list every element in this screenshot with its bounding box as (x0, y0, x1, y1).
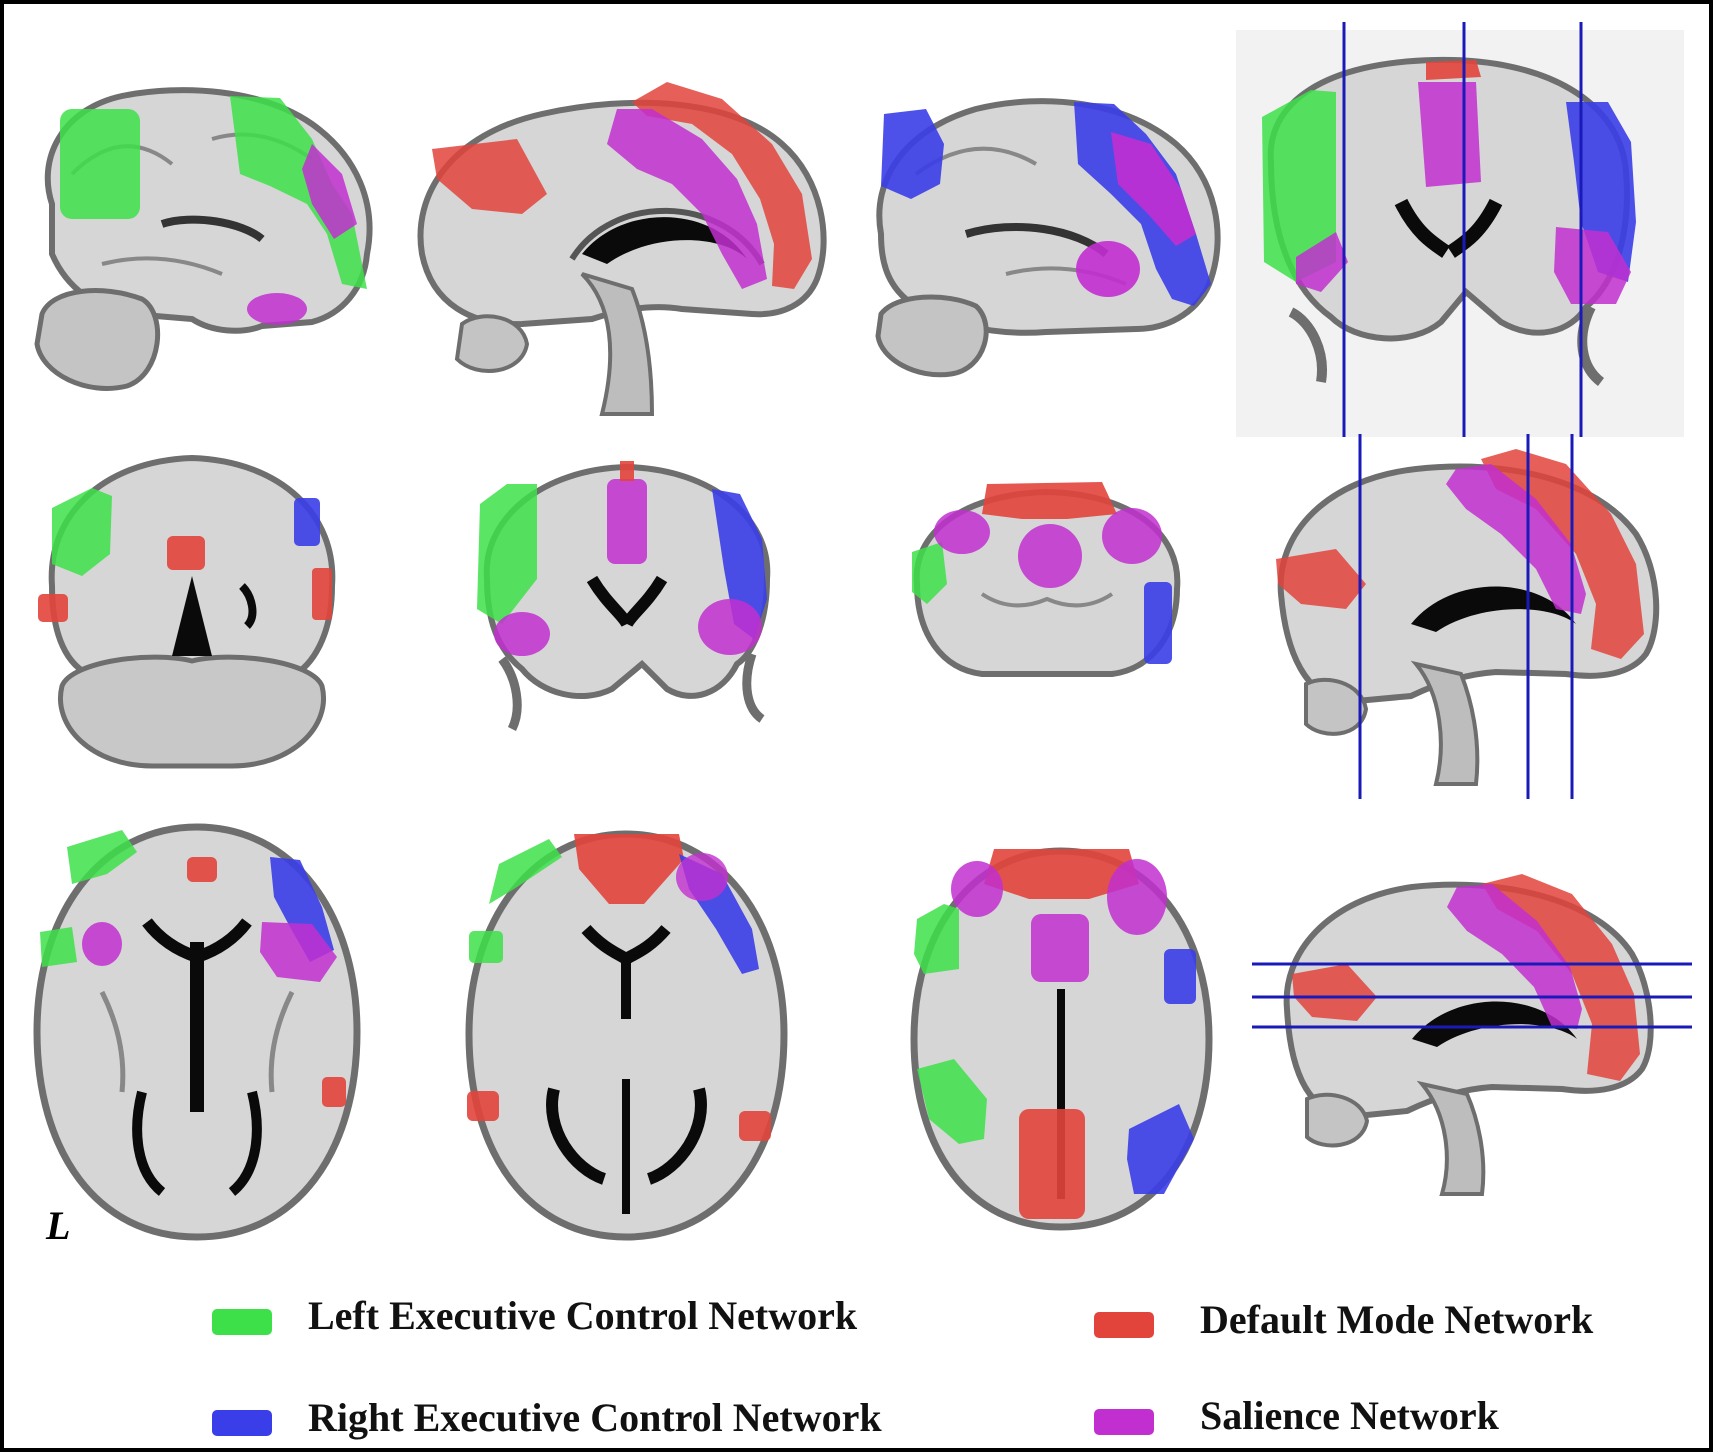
coronal-anterior-slice (902, 474, 1192, 699)
coronal-slice-with-sagittal-guides (1236, 22, 1686, 437)
legend-swatch-right-ecn (212, 1410, 272, 1436)
axial-inferior-slice (22, 812, 372, 1252)
sagittal-slice-with-axial-guides (1252, 859, 1692, 1199)
sagittal-medial-slice (402, 54, 842, 424)
legend-label-right-ecn: Right Executive Control Network (308, 1395, 882, 1440)
legend-swatch-left-ecn (212, 1309, 272, 1335)
legend-label-dmn: Default Mode Network (1200, 1297, 1594, 1342)
sagittal-slice-with-coronal-guides (1266, 434, 1666, 799)
axial-superior-slice (899, 839, 1224, 1239)
legend-label-salience: Salience Network (1200, 1393, 1499, 1438)
orientation-label-left: L (46, 1203, 71, 1248)
legend-swatch-dmn (1094, 1312, 1154, 1338)
coronal-middle-slice (462, 449, 792, 749)
legend-label-left-ecn: Left Executive Control Network (308, 1293, 858, 1338)
sagittal-lateral-left-slice (12, 64, 392, 404)
legend-swatch-salience (1094, 1409, 1154, 1435)
sagittal-lateral-right-slice (856, 74, 1236, 394)
axial-middle-slice (454, 819, 799, 1249)
coronal-posterior-slice (32, 436, 352, 781)
brain-networks-figure: L Left Executive Control Network Right E… (4, 4, 1709, 1448)
